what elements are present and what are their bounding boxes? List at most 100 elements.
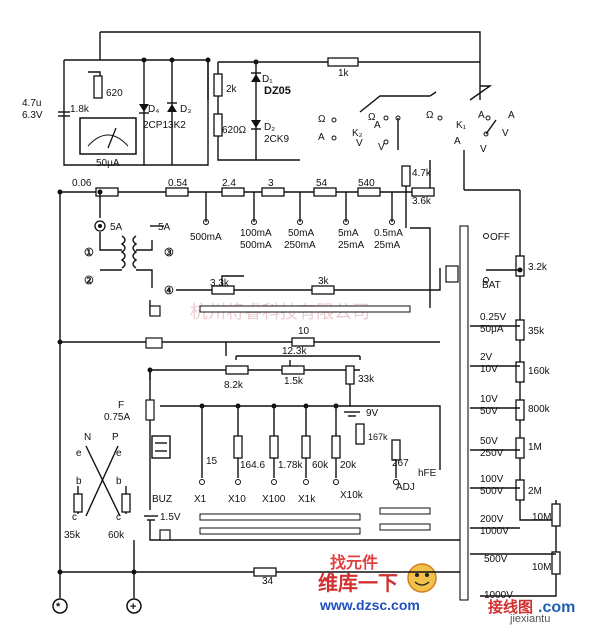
k2-label: K₂ xyxy=(352,128,363,139)
r-620-label: 620 xyxy=(106,88,123,99)
buzzer-icon xyxy=(151,435,171,459)
range-buz: BUZ xyxy=(152,494,172,505)
k2-v1: V xyxy=(356,138,363,149)
socket-e2: e xyxy=(116,448,122,459)
r-0-06: 0.06 xyxy=(72,178,92,189)
r-0-54: 0.54 xyxy=(168,178,188,189)
node-2: ② xyxy=(84,275,94,287)
r-10m-1: 10M xyxy=(532,512,551,523)
r-34: 34 xyxy=(262,576,274,587)
node-1: ① xyxy=(84,247,94,259)
node-3: ③ xyxy=(164,247,174,259)
r-60k-socket: 60k xyxy=(108,530,125,541)
r-54: 54 xyxy=(316,178,328,189)
ohms-section: 10 12.3k 8.2k 1.5k 33k 9V 167k 15 164.6 … xyxy=(60,326,464,587)
socket-c1: c xyxy=(72,512,77,523)
sw-10v: 10V xyxy=(480,364,498,375)
sw-bat: BAT xyxy=(482,280,501,291)
fuse-value: 0.75A xyxy=(104,412,130,423)
pos-terminal-label: + xyxy=(130,601,136,613)
range-x10: X10 xyxy=(228,494,246,505)
hfe-label: hFE xyxy=(418,468,437,479)
range-x1: X1 xyxy=(194,494,207,505)
d1-label: D₁ xyxy=(262,74,273,85)
findchip-logo: 找元件 xyxy=(330,553,437,593)
r-164-6: 164.6 xyxy=(240,460,265,471)
fuse-icon xyxy=(145,399,155,421)
r-1k: 1k xyxy=(338,68,350,79)
range-adj: ADJ xyxy=(396,482,415,493)
socket-c2: c xyxy=(116,512,121,523)
range-50ma: 50mA xyxy=(288,228,314,239)
socket-n: N xyxy=(84,432,91,443)
k1-ohm: Ω xyxy=(426,110,434,121)
range-x100: X100 xyxy=(262,494,286,505)
jiexiantu-sub: jiexiantu xyxy=(509,613,550,625)
r-167k: 167k xyxy=(368,432,388,442)
sw-100v: 100V xyxy=(480,474,504,485)
range-100ma: 100mA xyxy=(240,228,272,239)
r-2-4: 2.4 xyxy=(222,178,236,189)
k1-v-low: V xyxy=(480,144,487,155)
cap-value: 4.7u xyxy=(22,98,41,109)
panel-meter xyxy=(79,117,137,155)
range-x10k: X10k xyxy=(340,490,364,501)
bat-9v: 9V xyxy=(366,408,379,419)
sw-500v-b: 500V xyxy=(484,554,508,565)
r-1-78k: 1.78k xyxy=(278,460,303,471)
fuse-5a-1: 5A xyxy=(110,222,123,233)
sw-250v: 250V xyxy=(480,448,504,459)
sw-off: OFF xyxy=(490,232,510,243)
k1-a: A xyxy=(478,110,485,121)
neg-terminal-icon[interactable] xyxy=(52,598,68,614)
ac-section: 5A 5A ① ② ③ ④ 3.3k 3k xyxy=(59,192,459,317)
range-250ma: 250mA xyxy=(284,240,316,251)
r-3k: 3k xyxy=(318,276,330,287)
d2-label: D₂ xyxy=(264,122,275,133)
socket-p: P xyxy=(112,432,119,443)
sw-1000v: 1000V xyxy=(480,526,509,537)
r-267: 267 xyxy=(392,458,409,469)
r-15: 15 xyxy=(206,456,218,467)
r-620-pot xyxy=(93,75,103,99)
r-1-5k: 1.5k xyxy=(284,376,304,387)
r-35k-socket: 35k xyxy=(64,530,81,541)
r-8-2k: 8.2k xyxy=(224,380,244,391)
r-33k: 33k xyxy=(358,374,375,385)
function-switches: Ω A V K₂ Ω A V Ω K₁ A A V A V xyxy=(318,85,515,190)
cap-voltage: 6.3V xyxy=(22,110,43,121)
meter-section: 4.7u 6.3V 1.8k 620 50μA D₄ D₃ 2CP13K2 2k… xyxy=(22,31,481,169)
sw-200v: 200V xyxy=(480,514,504,525)
r-10: 10 xyxy=(298,326,310,337)
bat-1-5v: 1.5V xyxy=(160,512,181,523)
r-540: 540 xyxy=(358,178,375,189)
r-10m-2: 10M xyxy=(532,562,551,573)
r-3-3k: 3.3k xyxy=(210,278,230,289)
range-5ma: 5mA xyxy=(338,228,359,239)
hfe-socket: N P e e b b c c 35k 60k * + xyxy=(52,250,142,614)
jiexiantu-dotcom: .com xyxy=(538,599,575,616)
d2-type: 2CK9 xyxy=(264,134,289,145)
socket-b1: b xyxy=(76,476,82,487)
socket-b2: b xyxy=(116,476,122,487)
r-12-3k: 12.3k xyxy=(282,346,307,357)
k2-v2: V xyxy=(378,142,385,153)
pos-terminal-icon[interactable] xyxy=(126,598,142,614)
shunt-chain: 4.7k 3.6k 0.06 0.54 2.4 3 54 540 500mA 1… xyxy=(60,160,435,251)
k1-v-right: V xyxy=(502,128,509,139)
range-500ma: 500mA xyxy=(190,232,222,243)
r-2m: 2M xyxy=(528,486,542,497)
meter-label: 50μA xyxy=(96,158,120,169)
sw-0-25v: 0.25V xyxy=(480,312,506,323)
r-1m: 1M xyxy=(528,442,542,453)
r-3-2k: 3.2k xyxy=(528,262,548,273)
range-switch: 3.2k 35k 160k 800k 1M 2M 10M 10M OFF BAT… xyxy=(459,189,561,601)
k2-ohm-a: Ω xyxy=(318,114,326,125)
range-500ma-b: 500mA xyxy=(240,240,272,251)
sw-500v: 500V xyxy=(480,486,504,497)
r-2k: 2k xyxy=(226,84,238,95)
r-3: 3 xyxy=(268,178,274,189)
k2-a2: A xyxy=(374,120,381,131)
r-4-7k: 4.7k xyxy=(412,168,432,179)
